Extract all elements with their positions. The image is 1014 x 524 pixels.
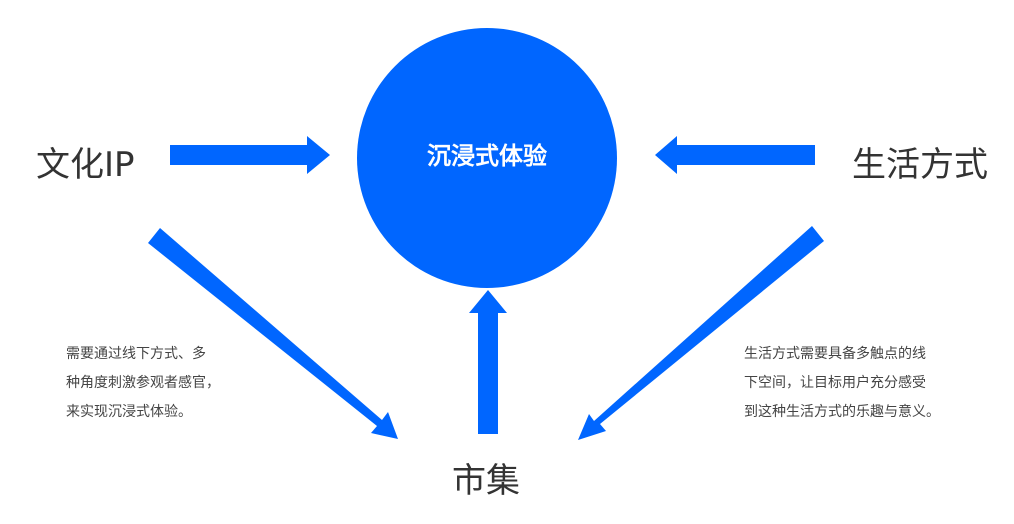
note-right-line: 下空间，让目标用户充分感受 <box>744 375 926 391</box>
note-right-line: 生活方式需要具备多触点的线 <box>744 346 926 362</box>
arrow-right-to-center <box>655 136 815 174</box>
note-left-line: 种角度刺激参观者感官， <box>66 375 220 391</box>
arrow-bottom-to-center <box>469 290 507 434</box>
node-label-lifestyle: 生活方式 <box>852 145 988 185</box>
center-node-label: 沉浸式体验 <box>427 142 547 170</box>
arrow-left-to-bottom <box>148 228 398 439</box>
note-right: 生活方式需要具备多触点的线 下空间，让目标用户充分感受 到这种生活方式的乐趣与意… <box>744 340 940 427</box>
note-left-line: 来实现沉浸式体验。 <box>66 404 192 420</box>
node-label-market: 市集 <box>452 461 520 501</box>
arrow-left-to-center <box>170 136 330 174</box>
note-right-line: 到这种生活方式的乐趣与意义。 <box>744 404 940 420</box>
node-label-culture-ip: 文化IP <box>36 145 135 185</box>
center-node: 沉浸式体验 <box>357 28 617 288</box>
note-left-line: 需要通过线下方式、多 <box>66 346 206 362</box>
note-left: 需要通过线下方式、多 种角度刺激参观者感官， 来实现沉浸式体验。 <box>66 340 220 427</box>
arrow-right-to-bottom <box>578 226 824 440</box>
